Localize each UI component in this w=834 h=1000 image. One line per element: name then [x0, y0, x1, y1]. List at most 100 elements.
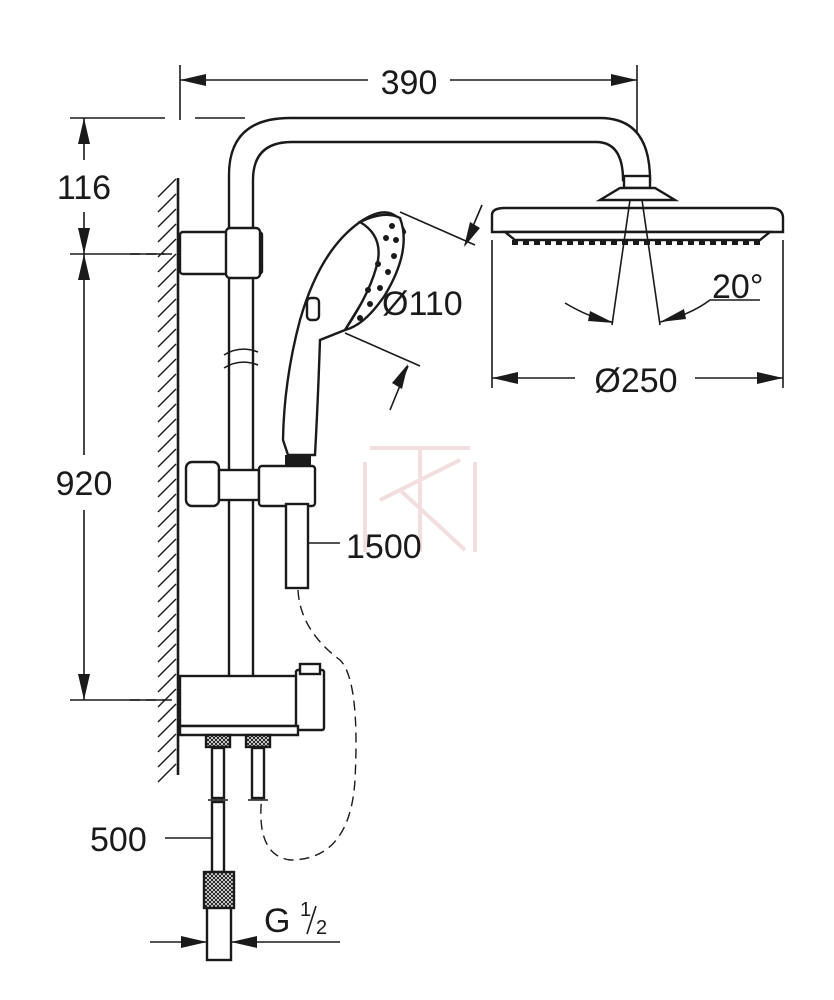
nozzle	[589, 240, 595, 245]
hatch-line	[157, 343, 177, 363]
dimension-width: 390	[179, 64, 638, 185]
nozzle	[710, 240, 716, 245]
hatch-line	[157, 658, 177, 678]
hatch-line	[157, 283, 177, 303]
hatch-line	[157, 268, 177, 288]
hatch-line	[157, 538, 177, 558]
hand-nozzle	[357, 315, 363, 321]
hand-nozzle	[385, 269, 391, 275]
nozzle	[644, 240, 650, 245]
supply-hose-dimension: 500	[90, 821, 212, 859]
hatch-line	[157, 373, 177, 393]
hatch-line	[157, 493, 177, 513]
top-wall-bracket	[178, 226, 264, 280]
nozzle	[732, 240, 738, 245]
wall-hatching	[157, 178, 177, 783]
hatch-line	[157, 448, 177, 468]
tilt-angle-label: 20°	[712, 268, 763, 306]
hand-nozzle	[389, 223, 395, 229]
nozzle	[666, 240, 672, 245]
nozzle	[512, 240, 518, 245]
hatch-line	[157, 358, 177, 378]
hatch-line	[157, 463, 177, 483]
inlet-connectors	[202, 733, 272, 962]
thread-numerator: 1	[300, 899, 311, 921]
nozzle	[523, 240, 529, 245]
nozzle	[699, 240, 705, 245]
hand-shower: Ø110	[281, 204, 483, 475]
hand-shower-holder: 1500	[184, 460, 422, 590]
dimension-width-label: 390	[381, 64, 438, 102]
hand-nozzle	[367, 301, 373, 307]
hand-nozzle	[393, 237, 399, 243]
head-shower-nozzles	[512, 240, 760, 245]
shower-hose	[260, 589, 357, 861]
nozzle	[567, 240, 573, 245]
hand-nozzle	[365, 287, 371, 293]
nozzle	[556, 240, 562, 245]
nozzle	[600, 240, 606, 245]
hatch-line	[157, 583, 177, 603]
thread-main-label: G	[264, 902, 290, 940]
hand-nozzle	[375, 261, 381, 267]
hatch-line	[157, 673, 177, 693]
nozzle	[688, 240, 694, 245]
hatch-line	[157, 688, 177, 708]
hand-shower-nozzles	[357, 223, 399, 321]
shower-rail	[223, 116, 652, 682]
hatch-line	[157, 598, 177, 618]
nozzle	[611, 240, 617, 245]
hatch-line	[157, 523, 177, 543]
nozzle	[677, 240, 683, 245]
nozzle	[534, 240, 540, 245]
hatch-line	[157, 478, 177, 498]
nozzle	[633, 240, 639, 245]
hatch-line	[157, 733, 177, 753]
nozzle	[743, 240, 749, 245]
hatch-line	[157, 628, 177, 648]
hatch-line	[157, 718, 177, 738]
nozzle	[622, 240, 628, 245]
hatch-line	[157, 508, 177, 528]
watermark-logo	[363, 446, 477, 552]
head-shower-diameter-label: Ø250	[594, 362, 677, 400]
hatch-line	[157, 298, 177, 318]
nozzle	[721, 240, 727, 245]
hatch-line	[157, 433, 177, 453]
hatch-line	[157, 418, 177, 438]
nozzle	[545, 240, 551, 245]
hatch-line	[157, 193, 177, 213]
nozzle	[655, 240, 661, 245]
thread-dimension: G 1 2	[150, 899, 340, 948]
hose-length-label: 1500	[346, 528, 422, 566]
dimension-rail-height-label: 920	[56, 465, 113, 503]
nozzle	[578, 240, 584, 245]
hand-nozzle	[391, 253, 397, 259]
hatch-line	[157, 568, 177, 588]
head-shower: 20° Ø250	[490, 174, 785, 400]
hatch-line	[157, 208, 177, 228]
hatch-line	[157, 703, 177, 723]
hatch-line	[157, 553, 177, 573]
dimension-vertical: 116 920	[56, 117, 245, 701]
mixer-body	[178, 662, 326, 737]
hatch-line	[157, 763, 177, 783]
hatch-line	[157, 748, 177, 768]
hatch-line	[157, 388, 177, 408]
hatch-line	[157, 178, 177, 198]
hatch-line	[157, 223, 177, 243]
hatch-line	[157, 313, 177, 333]
supply-hose-length-label: 500	[90, 821, 147, 859]
hatch-line	[157, 613, 177, 633]
hatch-line	[157, 403, 177, 423]
hatch-line	[157, 643, 177, 663]
wall	[157, 178, 180, 783]
hand-shower-diameter-label: Ø110	[382, 285, 463, 323]
dimension-top-offset-label: 116	[57, 169, 111, 207]
hand-nozzle	[377, 285, 383, 291]
nozzle	[754, 240, 760, 245]
hatch-line	[157, 253, 177, 273]
hand-nozzle	[383, 235, 389, 241]
hatch-line	[157, 328, 177, 348]
